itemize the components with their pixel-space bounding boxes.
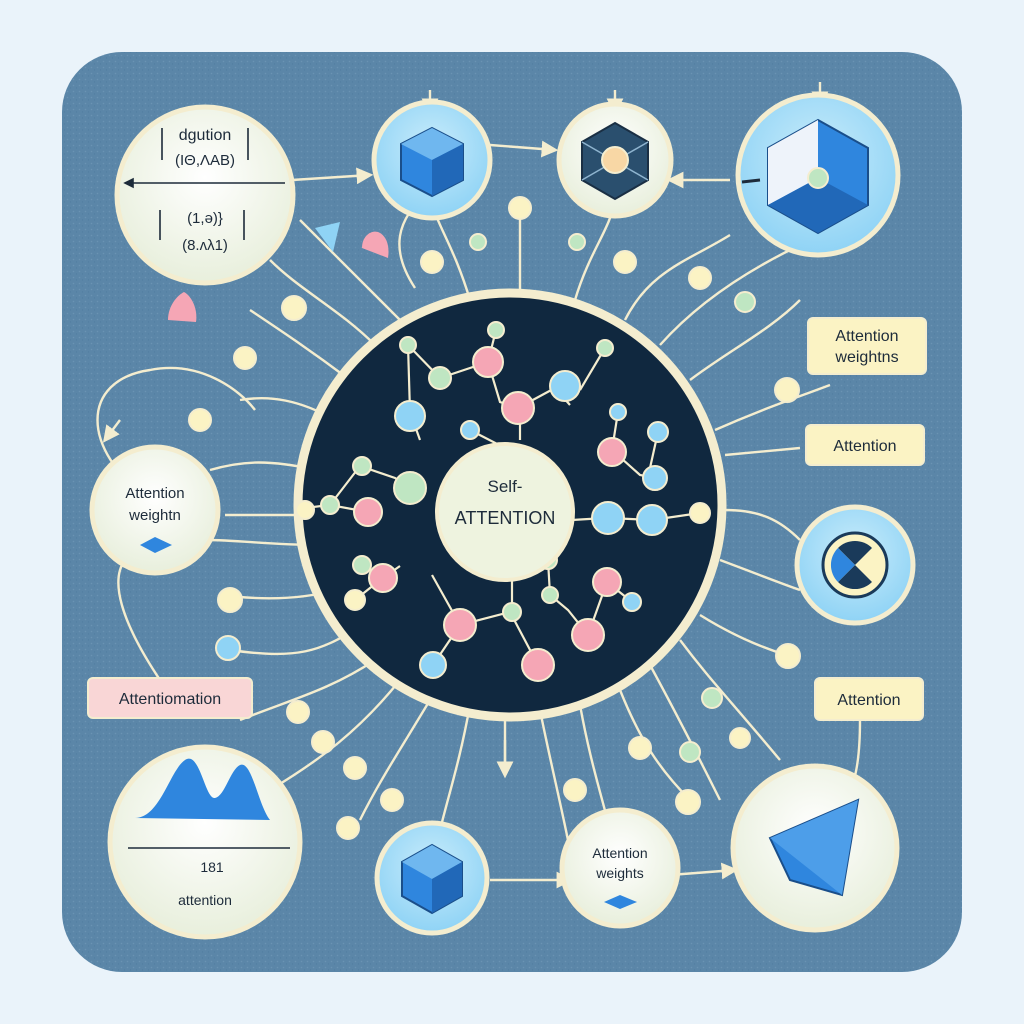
label-attention-lower-right-text: Attention	[837, 692, 900, 709]
attention-weights-node-bottom: Attention weights	[559, 807, 681, 929]
label-attention-right: Attention	[805, 424, 925, 466]
label-attention-weightns-line1: Attention	[835, 328, 898, 345]
top-hex-node	[556, 101, 674, 219]
diamond-icon	[140, 537, 172, 553]
central-attention-circle: Self- ATTENTION	[293, 288, 727, 722]
equation-line4: (8.ʌλ1)	[182, 237, 228, 254]
prism-node	[730, 763, 900, 933]
bottom-node-line2: weights	[595, 865, 643, 881]
label-attention-weightns-line2: weightns	[834, 349, 898, 366]
left-node-line1: Attention	[125, 485, 184, 502]
center-label-disc	[435, 442, 575, 582]
drop-shape-pink-left	[168, 292, 197, 322]
left-node-line2: weightn	[128, 507, 181, 524]
equation-line2: (IΘ,ΛΑΒ)	[175, 152, 235, 169]
attention-weights-node-left: Attention weightn	[89, 444, 221, 576]
outer-connector-dots	[188, 196, 801, 840]
label-attention-weightns: Attention weightns	[807, 317, 927, 375]
bottom-diamond-icon	[604, 895, 637, 909]
center-title-line1: Self-	[488, 477, 523, 496]
top-right-cube-node	[735, 92, 901, 258]
bottom-node-line1: Attention	[592, 845, 647, 861]
top-cube-node	[371, 99, 493, 221]
equation-line3: (1,ə)}	[187, 210, 223, 227]
label-attention-right-text: Attention	[833, 438, 896, 455]
connection-lines	[96, 82, 862, 889]
triangle-shape-blue	[315, 222, 340, 252]
distribution-chart-node: 181 attention	[107, 744, 303, 940]
label-attention-lower-right: Attention	[814, 677, 924, 721]
fan-icon	[830, 540, 872, 590]
right-fan-node	[794, 504, 916, 626]
distribution-curve-icon	[135, 758, 270, 820]
chart-tick-label: 181	[200, 859, 224, 875]
label-attentiomation-text: Attentiomation	[119, 691, 221, 708]
drop-shape-pink	[362, 231, 389, 258]
equation-line1: dgution	[179, 127, 232, 144]
equation-node: dgution (IΘ,ΛΑΒ) (1,ə)} (8.ʌλ1)	[114, 104, 296, 286]
bottom-cube-node	[374, 820, 490, 936]
center-title-line2: ATTENTION	[455, 508, 556, 528]
label-attentiomation: Attentiomation	[87, 677, 253, 719]
chart-caption: attention	[178, 892, 232, 908]
